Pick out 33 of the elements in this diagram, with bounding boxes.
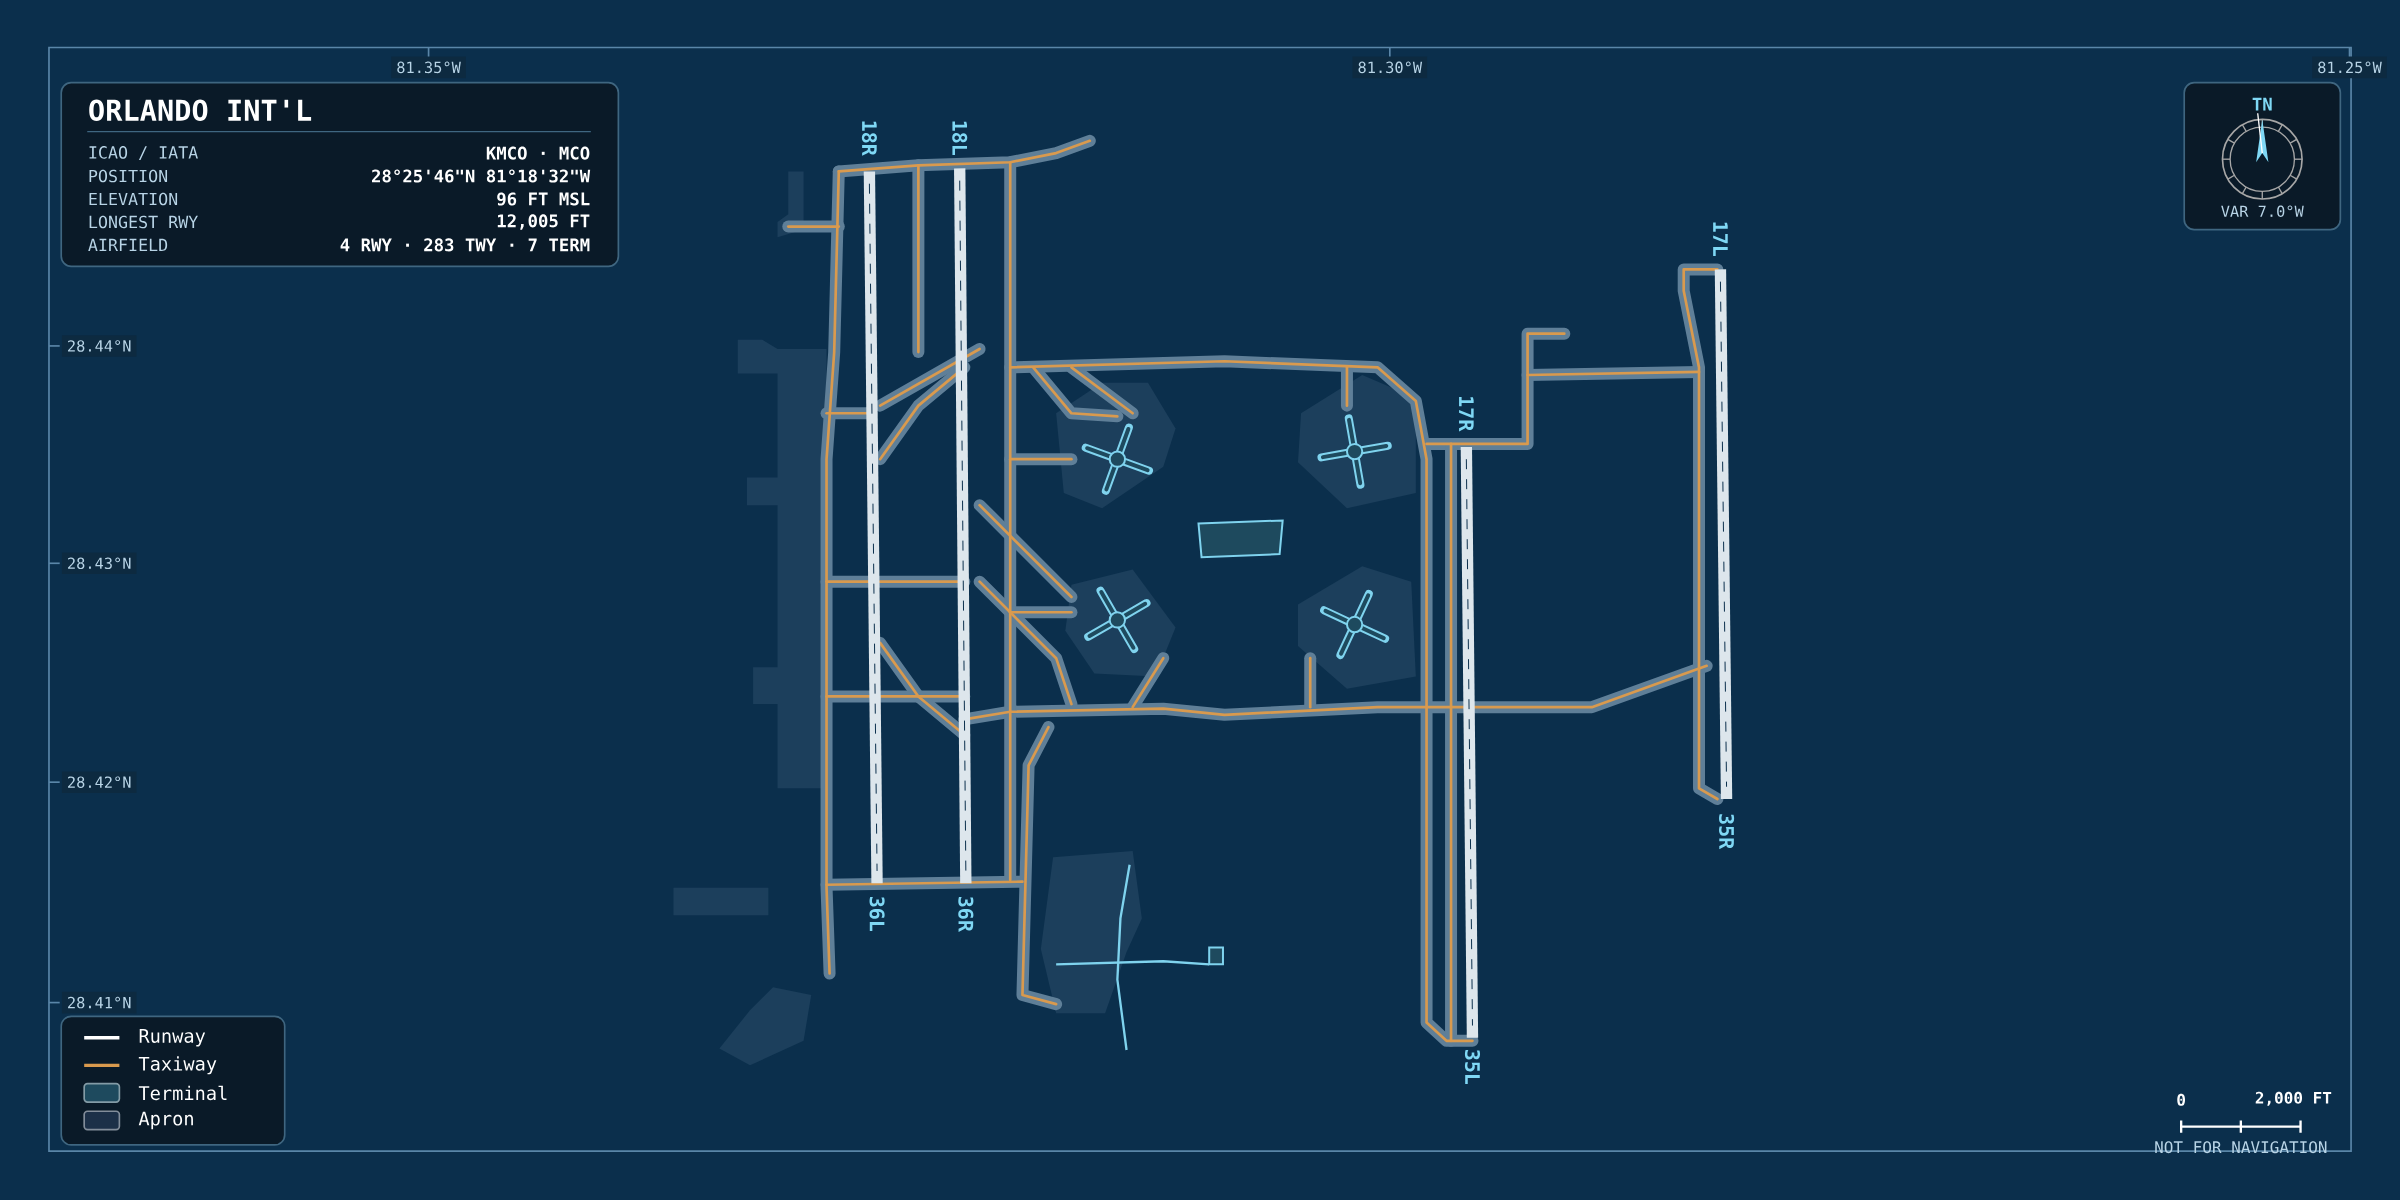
runway-label: 17R [1459, 397, 1474, 432]
runway-label: 35L [1464, 1050, 1481, 1085]
info-label: AIRFIELD [88, 238, 168, 251]
variation-label: VAR 7.0°W [2221, 205, 2304, 218]
runway-label: 18R [861, 121, 877, 156]
disclaimer-note: NOT FOR NAVIGATION [2155, 1141, 2327, 1154]
compass-label: TN [2252, 97, 2272, 111]
legend-label: Apron [138, 1111, 193, 1130]
info-label: ELEVATION [89, 192, 178, 206]
coordinate-label: 28.43°N [61, 552, 137, 575]
legend-label: Taxiway [138, 1056, 217, 1075]
runway-label: 35R [1719, 814, 1735, 850]
runway-label: 17L [1713, 222, 1728, 257]
runway-label: 36L [869, 896, 885, 932]
info-label: LONGEST RWY [89, 215, 198, 229]
info-value: 12,005 FT [497, 214, 590, 230]
info-label: ICAO / IATA [89, 146, 198, 161]
legend-label: Terminal [138, 1085, 227, 1101]
info-value: KMCO · MCO [486, 146, 590, 160]
airport-name: ORLANDO INT'L [89, 99, 312, 122]
scale-label: 2,000 FT [2255, 1091, 2332, 1106]
info-value: 28°25'46"N 81°18'32"W [372, 169, 591, 183]
coordinate-label: 28.42°N [61, 771, 137, 793]
coordinate-label: 81.35°W [391, 56, 466, 79]
coordinate-label: 28.44°N [61, 335, 137, 357]
runway-label: 18L [952, 121, 968, 156]
legend-label: Runway [139, 1029, 206, 1047]
info-value: 4 RWY · 283 TWY · 7 TERM [340, 238, 590, 252]
info-label: POSITION [89, 169, 168, 183]
runway-label: 36R [958, 896, 974, 932]
scale-label: 0 [2177, 1093, 2185, 1106]
info-value: 96 FT MSL [497, 192, 590, 206]
coordinate-label: 81.25°W [2312, 56, 2387, 79]
